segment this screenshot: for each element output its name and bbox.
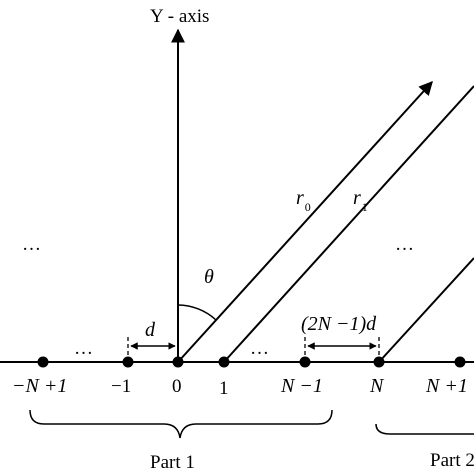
part1-label: Part 1 <box>150 452 195 473</box>
y-axis-label: Y - axis <box>150 6 209 27</box>
element-label-neg-n-plus-1: −N +1 <box>12 375 67 397</box>
ray-r0-label: r0 <box>296 187 311 214</box>
element-label-neg-1: −1 <box>111 376 131 397</box>
ray-r1 <box>223 85 474 363</box>
ellipsis-left-axis: … <box>74 338 93 359</box>
element-dot-n-plus-1 <box>454 356 466 368</box>
part1-brace <box>29 409 333 439</box>
element-dot-zero <box>172 356 184 368</box>
element-dot-neg-n-plus-1 <box>37 356 49 368</box>
element-dot-neg-1 <box>122 356 134 368</box>
theta-label: θ <box>204 266 214 288</box>
ray-part2 <box>378 257 474 363</box>
ellipsis-middle-axis: … <box>250 338 269 359</box>
d-label: d <box>145 319 156 341</box>
element-label-one: 1 <box>219 378 229 399</box>
ray-r0 <box>177 80 433 363</box>
element-label-n-minus-1: N −1 <box>280 375 323 397</box>
element-label-n-plus-1: N +1 <box>425 375 468 397</box>
part2-label: Part 2 <box>430 450 474 471</box>
element-dot-n-minus-1 <box>299 356 311 368</box>
element-label-n: N <box>369 375 385 397</box>
gap-label: (2N −1)d <box>301 313 377 335</box>
element-dot-one <box>218 356 230 368</box>
part2-brace <box>375 423 474 435</box>
ray-r1-label: r1 <box>353 187 368 214</box>
ellipsis-left-upper: … <box>22 234 41 255</box>
element-label-zero: 0 <box>172 376 182 397</box>
element-dot-n <box>373 356 385 368</box>
theta-arc <box>177 304 217 321</box>
ellipsis-right-upper: … <box>395 234 414 255</box>
